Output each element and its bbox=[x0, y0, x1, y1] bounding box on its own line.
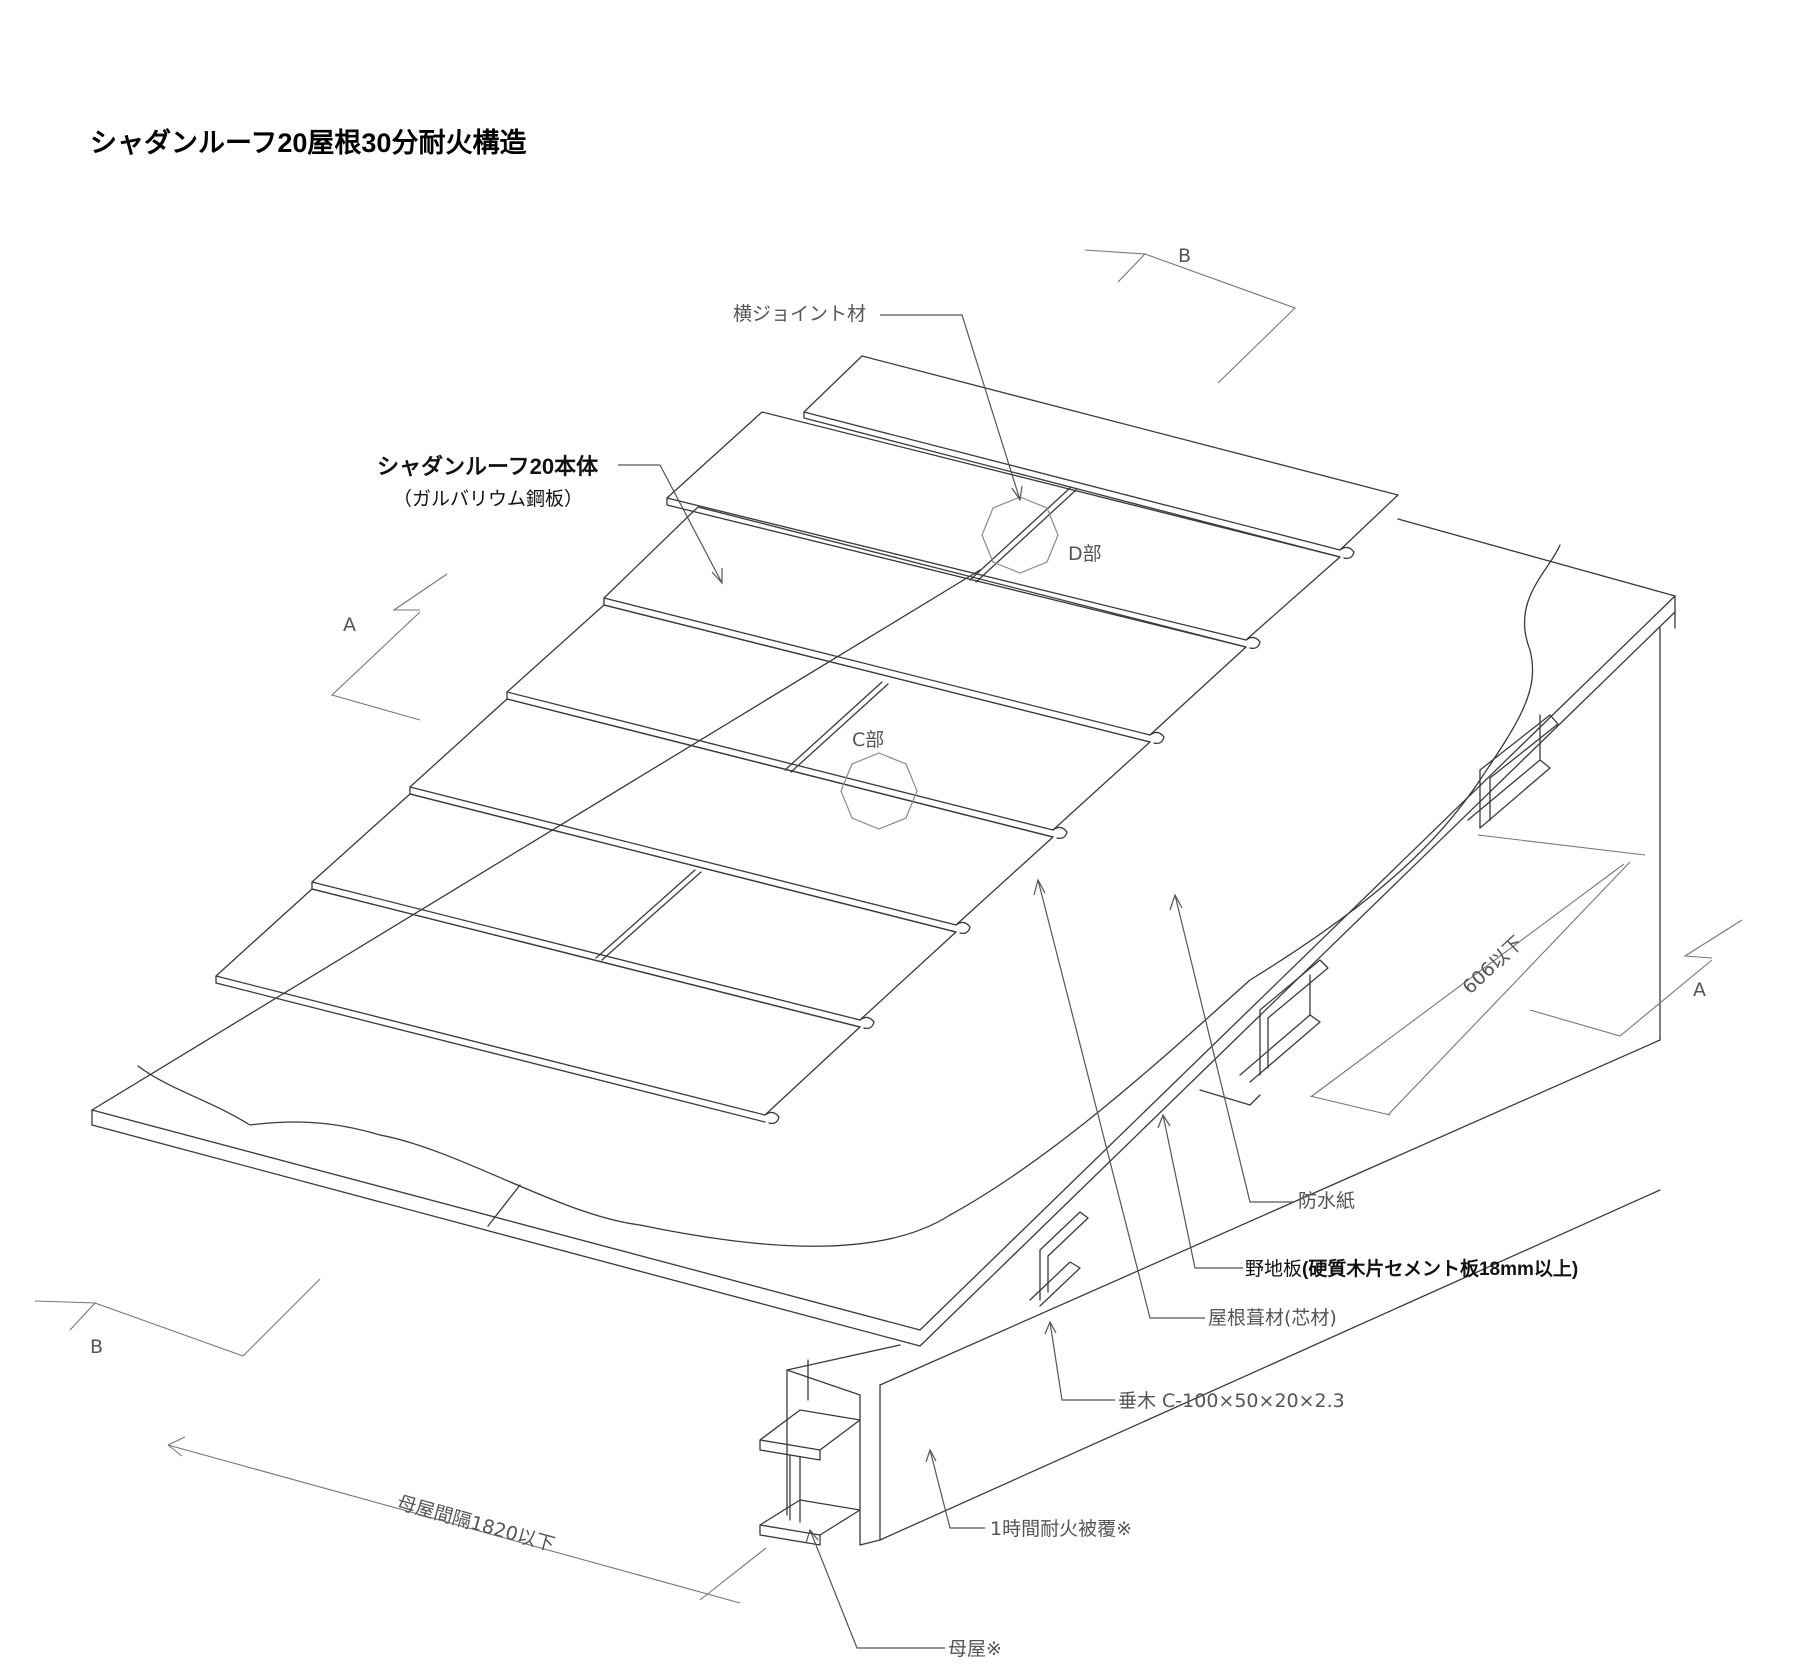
label-spacing-606: 606以下 bbox=[1458, 932, 1527, 999]
leader-lines bbox=[618, 314, 1295, 1649]
label-sheathing: 野地板(硬質木片セメント板18mm以上) bbox=[1245, 1257, 1578, 1280]
purlin-h-beam bbox=[759, 1039, 1661, 1546]
page-title: シャダンルーフ20屋根30分耐火構造 bbox=[90, 127, 526, 158]
sheathing-board bbox=[91, 518, 1676, 1347]
label-main-body-sub: （ガルバリウム鋼板） bbox=[393, 488, 583, 510]
label-sheathing-prefix: 野地板 bbox=[1245, 1258, 1302, 1280]
label-main-body: シャダンルーフ20本体 bbox=[377, 454, 599, 479]
label-fireproof-cover: 1時間耐火被覆※ bbox=[990, 1518, 1132, 1540]
label-spacing-1820: 母屋間隔1820以下 bbox=[395, 1492, 557, 1557]
label-section-a-right: A bbox=[1693, 979, 1706, 1001]
label-yoko-joint: 横ジョイント材 bbox=[733, 303, 866, 325]
label-waterproof-paper: 防水紙 bbox=[1298, 1190, 1355, 1212]
dimension-606 bbox=[1309, 834, 1646, 1116]
label-purlin: 母屋※ bbox=[948, 1638, 1002, 1660]
panel-joint-hooks bbox=[764, 546, 1355, 1125]
waterproof-paper-edge bbox=[137, 544, 1561, 1247]
label-section-a-left: A bbox=[343, 614, 356, 636]
label-core: 屋根葺材(芯材) bbox=[1208, 1307, 1337, 1329]
rafter-c-channels bbox=[1029, 714, 1559, 1307]
label-section-b-top: B bbox=[1178, 245, 1191, 267]
label-rafter: 垂木 C-100×50×20×2.3 bbox=[1118, 1390, 1345, 1412]
detail-d-marker bbox=[981, 496, 1059, 574]
section-marker-a-left bbox=[330, 573, 448, 721]
section-marker-b-bottom bbox=[34, 1278, 321, 1357]
label-sheathing-detail: (硬質木片セメント板18mm以上) bbox=[1302, 1257, 1578, 1280]
section-marker-b-top bbox=[1084, 249, 1297, 384]
dimension-1820 bbox=[167, 1436, 767, 1604]
label-section-b-bottom: B bbox=[90, 1336, 103, 1358]
section-marker-a-right bbox=[1529, 919, 1743, 1037]
label-d-part: D部 bbox=[1068, 543, 1102, 565]
label-c-part: C部 bbox=[852, 729, 884, 751]
detail-c-marker bbox=[840, 752, 918, 830]
